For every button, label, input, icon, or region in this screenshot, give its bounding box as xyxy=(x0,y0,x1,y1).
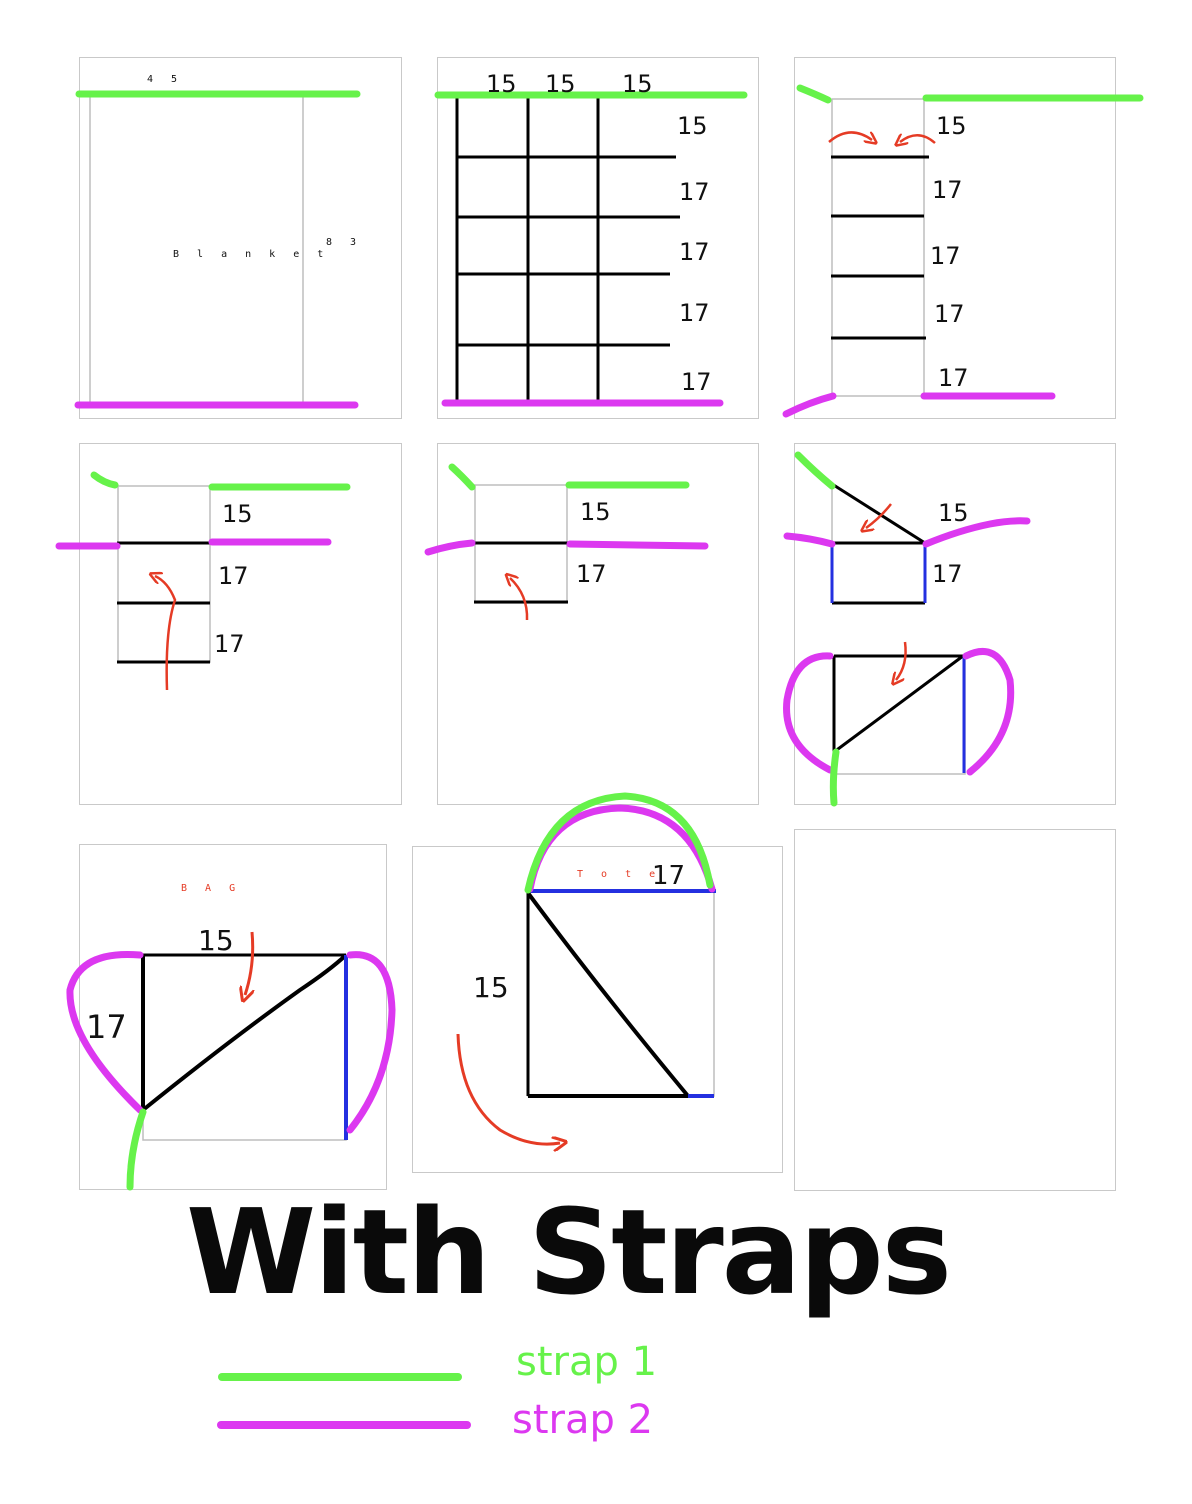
row-label: 17 xyxy=(932,176,963,204)
height-label: 17 xyxy=(86,1008,127,1046)
legend-label-strap-1: strap 1 xyxy=(516,1339,658,1385)
blanket-diagram: 4 5 8 3 B l a n k e t xyxy=(74,74,362,409)
col-label: 15 xyxy=(486,70,517,98)
row-label: 15 xyxy=(938,499,969,527)
page-title: With Straps xyxy=(185,1183,952,1321)
row-label: 17 xyxy=(930,242,961,270)
blanket-label: B l a n k e t xyxy=(173,249,329,260)
height-label: 8 3 xyxy=(326,237,362,248)
panel-strip xyxy=(794,57,1116,419)
fold-arrow-icon xyxy=(900,135,936,143)
panel-blanket xyxy=(79,57,402,419)
row-label: 17 xyxy=(679,178,710,206)
row-label: 17 xyxy=(679,299,710,327)
row-label: 15 xyxy=(677,112,708,140)
row-label: 17 xyxy=(679,238,710,266)
fold-arrow-icon xyxy=(155,576,177,691)
grid-diagram xyxy=(434,91,748,407)
width-label: 4 5 xyxy=(147,74,183,85)
fold-arrow-icon xyxy=(866,503,892,528)
grid-labels: 15 15 15 15 17 17 17 17 xyxy=(486,70,712,396)
col-label: 15 xyxy=(622,70,653,98)
row-label: 17 xyxy=(681,368,712,396)
panel-fold-1 xyxy=(79,443,402,805)
row-label: 15 xyxy=(936,112,967,140)
width-label: 15 xyxy=(198,924,234,957)
legend-swatch-strap-1 xyxy=(218,1373,462,1381)
fold-arrow-icon xyxy=(828,131,872,142)
strip-diagram: 15 17 17 17 17 xyxy=(782,84,1144,418)
height-label: 15 xyxy=(473,971,509,1004)
fold-1-diagram: 15 17 17 xyxy=(55,471,351,691)
fold-3-diagram: 15 17 xyxy=(783,451,1031,807)
fold-arrow-icon xyxy=(245,931,253,995)
panel-bag xyxy=(79,844,387,1190)
row-label: 15 xyxy=(580,498,611,526)
fold-arrow-icon xyxy=(456,1033,560,1144)
tote-heading: T o t e xyxy=(577,869,661,880)
tote-diagram: T o t e 17 15 xyxy=(456,792,716,1144)
fold-arrow-icon xyxy=(510,578,529,621)
row-label: 17 xyxy=(932,560,963,588)
panel-fold-3 xyxy=(794,443,1116,805)
row-label: 17 xyxy=(938,364,969,392)
fold-2-diagram: 15 17 xyxy=(424,463,709,621)
width-label: 17 xyxy=(652,861,685,891)
legend-label-strap-2: strap 2 xyxy=(512,1397,654,1443)
row-label: 15 xyxy=(222,500,253,528)
panel-tote xyxy=(412,846,783,1173)
fold-arrow-icon xyxy=(896,641,907,680)
bag-heading: B A G xyxy=(181,883,241,894)
col-label: 15 xyxy=(545,70,576,98)
row-label: 17 xyxy=(576,560,607,588)
panel-fold-2 xyxy=(437,443,759,805)
row-label: 17 xyxy=(218,562,249,590)
panel-empty xyxy=(794,829,1116,1191)
bag-diagram: B A G 15 17 xyxy=(66,883,396,1191)
row-label: 17 xyxy=(934,300,965,328)
legend-swatch-strap-2 xyxy=(217,1421,471,1429)
row-label: 17 xyxy=(214,630,245,658)
